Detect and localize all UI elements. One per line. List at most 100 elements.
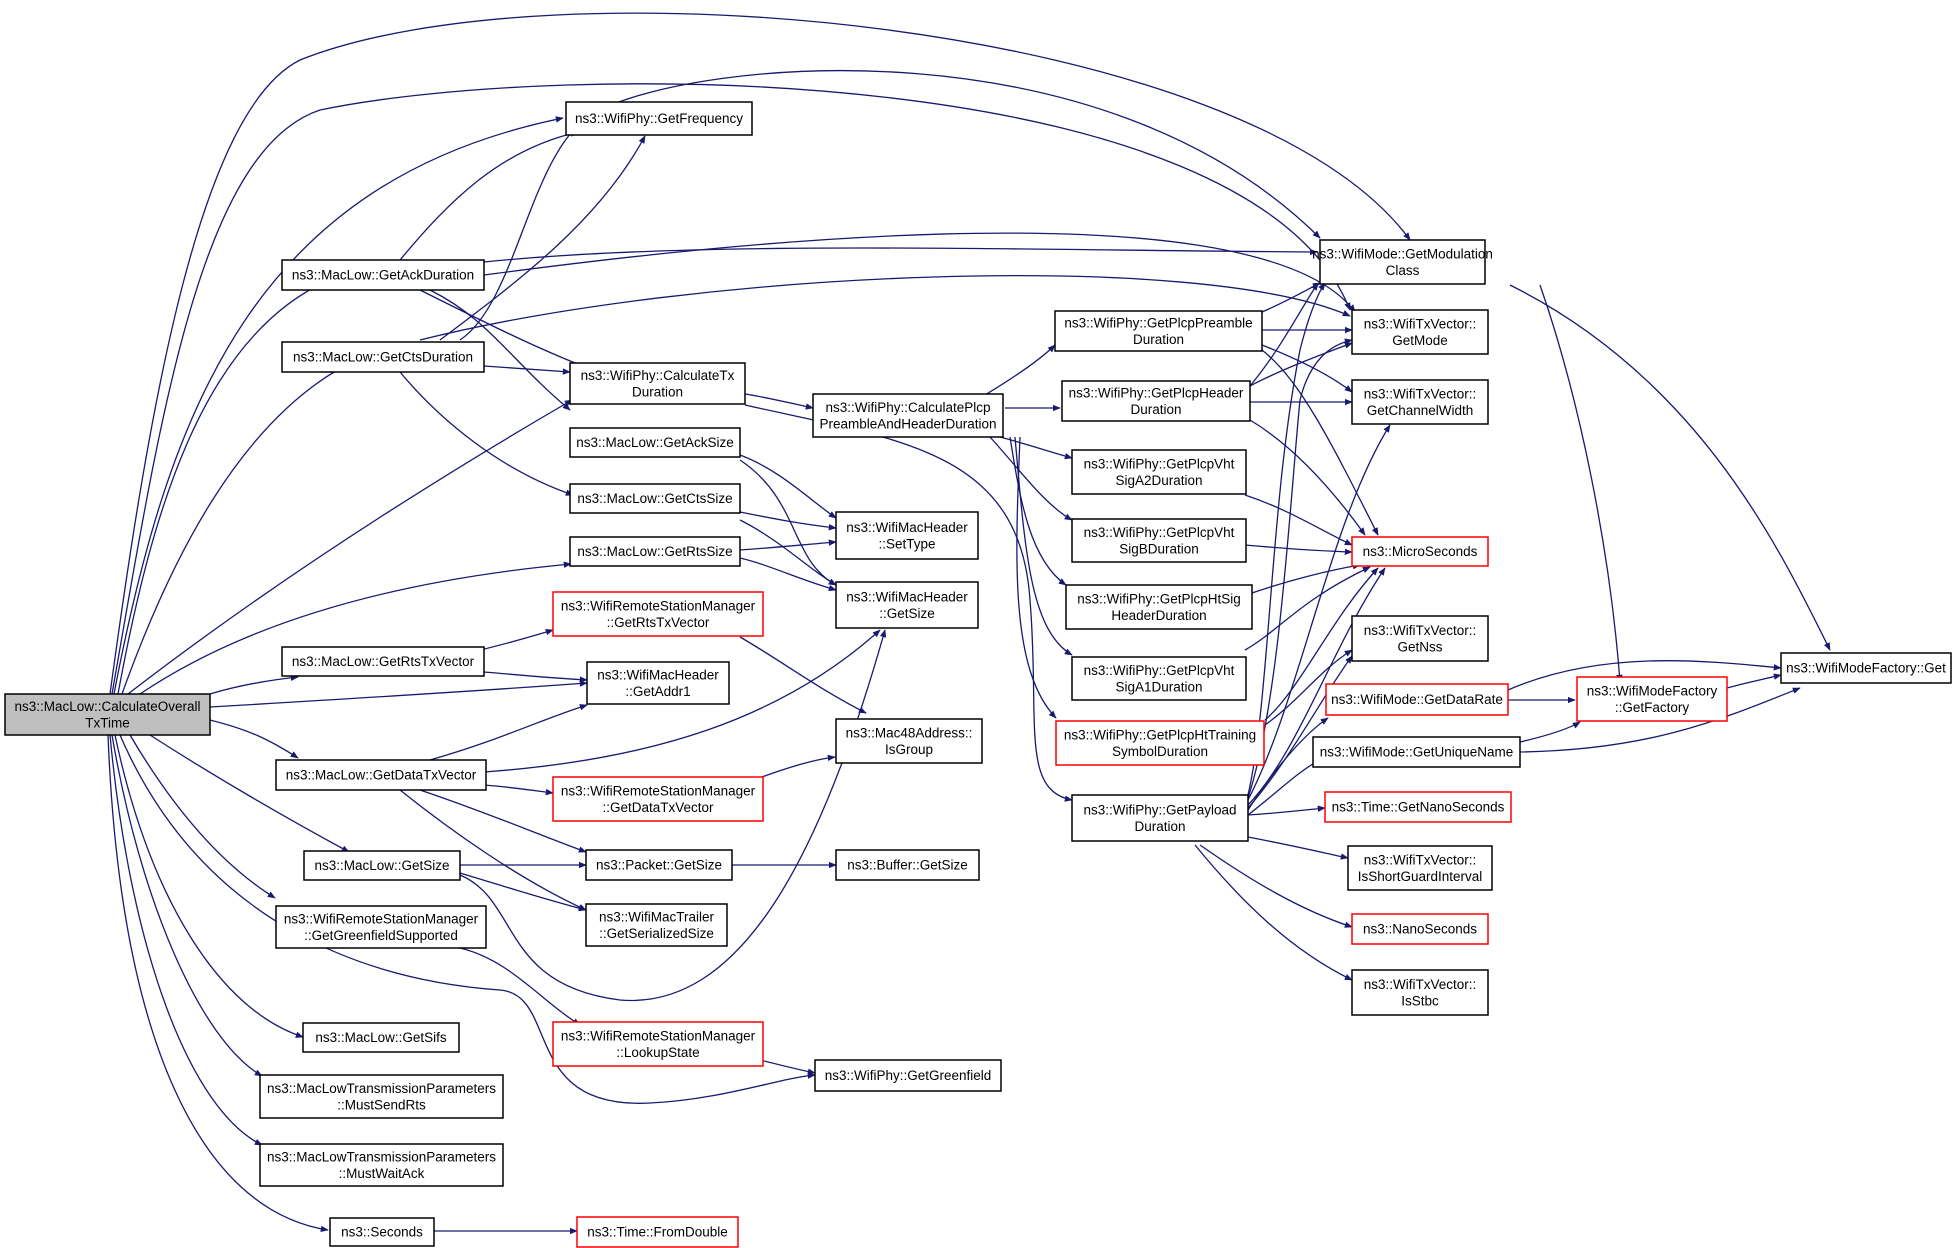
node-maclow-get-sifs[interactable]: ns3::MacLow::GetSifs <box>302 1022 460 1053</box>
node-wifimacheader-set-type[interactable]: ns3::WifiMacHeader::SetType <box>835 511 979 560</box>
node-label: ns3::Time::FromDouble <box>587 1225 728 1240</box>
node-buffer-get-size[interactable]: ns3::Buffer::GetSize <box>835 849 980 881</box>
node-wifitxvector-get-channel-width[interactable]: ns3::WifiTxVector::GetChannelWidth <box>1351 379 1489 425</box>
node-maclow-get-size[interactable]: ns3::MacLow::GetSize <box>303 850 461 881</box>
node-wifimode-get-unique-name[interactable]: ns3::WifiMode::GetUniqueName <box>1312 736 1521 768</box>
edge-preamble-duration-to-micro-seconds <box>1261 349 1379 536</box>
node-label: ns3::MacLow::GetRtsTxVector <box>292 654 475 669</box>
edge-root-to-must-send-rts <box>111 734 263 1077</box>
node-ns3-micro-seconds[interactable]: ns3::MicroSeconds <box>1351 536 1489 567</box>
node-maclow-get-cts-duration[interactable]: ns3::MacLow::GetCtsDuration <box>281 341 485 373</box>
node-label: SigBDuration <box>1119 541 1199 556</box>
node-maclow-get-ack-size[interactable]: ns3::MacLow::GetAckSize <box>569 427 741 458</box>
edge-cts-size-to-wifimacheader-get-size <box>739 519 837 586</box>
node-box <box>552 591 764 637</box>
edge-root-to-get-sifs <box>114 734 304 1038</box>
node-label: HeaderDuration <box>1111 608 1206 623</box>
node-box <box>576 1216 739 1248</box>
node-maclow-get-ack-duration[interactable]: ns3::MacLow::GetAckDuration <box>281 259 485 291</box>
edge-greenfield-supported-to-lookup-state <box>459 947 581 1026</box>
edge-root-to-get-modulation-class <box>109 12 1411 695</box>
node-label: ::GetAddr1 <box>625 684 690 699</box>
edge-ack-duration-to-get-modulation-class <box>483 247 1318 263</box>
edge-ack-size-to-wifimacheader-get-size <box>739 459 837 586</box>
node-wifimodefactory-get-factory[interactable]: ns3::WifiModeFactory::GetFactory <box>1576 676 1728 722</box>
edge-root-to-must-wait-ack <box>109 734 263 1146</box>
node-wifimacheader-get-addr1[interactable]: ns3::WifiMacHeader::GetAddr1 <box>586 661 730 705</box>
node-wifitxvector-get-nss[interactable]: ns3::WifiTxVector::GetNss <box>1351 615 1489 662</box>
node-wifitxvector-get-mode[interactable]: ns3::WifiTxVector::GetMode <box>1351 309 1489 355</box>
node-box <box>835 581 979 629</box>
node-label: SymbolDuration <box>1112 744 1208 759</box>
node-wrsm-get-rts-tx-vector[interactable]: ns3::WifiRemoteStationManager::GetRtsTxV… <box>552 591 764 637</box>
node-time-from-double[interactable]: ns3::Time::FromDouble <box>576 1216 739 1248</box>
node-label: ns3::WifiModeFactory::Get <box>1786 661 1946 676</box>
node-wifitxvector-is-stbc[interactable]: ns3::WifiTxVector::IsStbc <box>1351 969 1489 1016</box>
node-label: ns3::MacLow::CalculateOverall <box>14 699 200 714</box>
node-ns3-seconds[interactable]: ns3::Seconds <box>329 1217 435 1247</box>
edge-get-size-to-wifimactrailer-get-serialized-size <box>459 872 587 912</box>
node-label: ns3::MacLow::GetCtsSize <box>577 491 732 506</box>
node-mac48address-is-group[interactable]: ns3::Mac48Address::IsGroup <box>835 718 983 764</box>
node-wifiphy-get-frequency[interactable]: ns3::WifiPhy::GetFrequency <box>565 101 753 136</box>
edge-root-to-get-rts-tx-vector <box>209 674 299 695</box>
node-label: ns3::WifiPhy::GetPlcpHtTraining <box>1064 727 1256 742</box>
node-maclow-get-rts-tx-vector[interactable]: ns3::MacLow::GetRtsTxVector <box>281 646 485 677</box>
node-maclow-get-data-tx-vector[interactable]: ns3::MacLow::GetDataTxVector <box>275 759 487 791</box>
node-label: ns3::WifiMode::GetUniqueName <box>1320 745 1514 760</box>
edge-root-to-calculate-tx-duration <box>127 399 573 695</box>
edge-cts-duration-to-get-cts-size <box>399 371 574 496</box>
node-box <box>4 693 211 736</box>
node-label: ns3::MacLowTransmissionParameters <box>267 1081 496 1096</box>
node-box <box>814 1059 1002 1092</box>
node-label: ::GetGreenfieldSupported <box>304 928 458 943</box>
edge-payload-to-get-channel-width <box>1247 424 1391 801</box>
node-box <box>835 849 980 881</box>
node-label: Class <box>1386 263 1420 278</box>
node-box <box>1351 379 1489 425</box>
node-box <box>835 718 983 764</box>
node-label: ns3::MacLow::GetSifs <box>315 1030 447 1045</box>
node-wifiphy-get-greenfield[interactable]: ns3::WifiPhy::GetGreenfield <box>814 1059 1002 1092</box>
node-wifimode-get-data-rate[interactable]: ns3::WifiMode::GetDataRate <box>1325 683 1509 716</box>
node-label: IsShortGuardInterval <box>1358 869 1483 884</box>
edge-ack-duration-to-get-mode <box>483 232 1356 313</box>
node-label: ns3::WifiTxVector:: <box>1364 316 1477 331</box>
node-mltp-must-wait-ack[interactable]: ns3::MacLowTransmissionParameters::MustW… <box>259 1143 504 1187</box>
edge-ht-training-to-micro-seconds <box>1264 567 1379 721</box>
node-label: ::LookupState <box>616 1045 699 1060</box>
edge-calculate-tx-duration-to-calculate-plcp <box>744 393 814 410</box>
node-maclow-get-cts-size[interactable]: ns3::MacLow::GetCtsSize <box>569 483 741 514</box>
node-label: IsStbc <box>1401 993 1439 1008</box>
node-time-get-nano-seconds[interactable]: ns3::Time::GetNanoSeconds <box>1324 791 1512 823</box>
node-wifitxvector-is-short-guard-interval[interactable]: ns3::WifiTxVector::IsShortGuardInterval <box>1347 845 1493 891</box>
node-wrsm-lookup-state[interactable]: ns3::WifiRemoteStationManager::LookupSta… <box>552 1021 764 1067</box>
node-maclow-get-rts-size[interactable]: ns3::MacLow::GetRtsSize <box>569 536 741 567</box>
node-packet-get-size[interactable]: ns3::Packet::GetSize <box>585 849 733 881</box>
node-mltp-must-send-rts[interactable]: ns3::MacLowTransmissionParameters::MustS… <box>259 1074 504 1119</box>
node-wifiphy-get-plcp-ht-training-symbol-duration[interactable]: ns3::WifiPhy::GetPlcpHtTrainingSymbolDur… <box>1055 720 1265 766</box>
edge-plcp-to-get-plcp-ht-sig-header-duration <box>1009 436 1067 586</box>
node-wifimactrailer-get-serialized-size[interactable]: ns3::WifiMacTrailer::GetSerializedSize <box>585 903 728 947</box>
edge-plcp-to-get-plcp-vht-siga1-duration <box>1014 436 1073 656</box>
edge-payload-to-get-data-rate <box>1247 717 1329 811</box>
node-wrsm-get-greenfield-supported[interactable]: ns3::WifiRemoteStationManager::GetGreenf… <box>275 905 487 949</box>
edge-data-tx-vector-to-get-addr1 <box>429 704 588 761</box>
edge-cts-duration-to-get-mode <box>419 275 1351 341</box>
node-ns3-nano-seconds[interactable]: ns3::NanoSeconds <box>1351 913 1489 945</box>
node-wifimodefactory-get[interactable]: ns3::WifiModeFactory::Get <box>1780 652 1952 684</box>
node-wifiphy-calculate-plcp-preamble-and-header-duration[interactable]: ns3::WifiPhy::CalculatePlcpPreambleAndHe… <box>812 393 1004 438</box>
node-wifimacheader-get-size[interactable]: ns3::WifiMacHeader::GetSize <box>835 581 979 629</box>
node-wrsm-get-data-tx-vector[interactable]: ns3::WifiRemoteStationManager::GetDataTx… <box>552 776 764 822</box>
node-label: ns3::WifiPhy::GetPlcpVht <box>1084 663 1235 678</box>
